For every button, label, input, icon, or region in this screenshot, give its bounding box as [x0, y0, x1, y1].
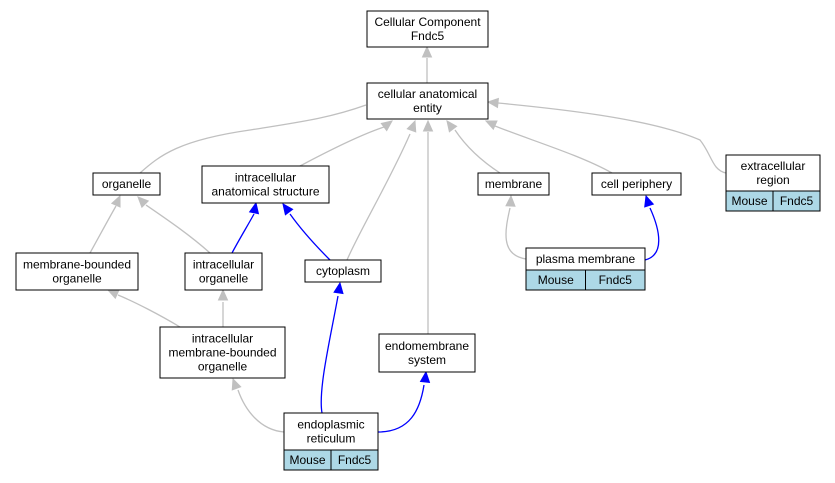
arrowhead-er-to-cytoplasm [333, 281, 344, 295]
edge-organelle-to-cae [139, 104, 367, 174]
node-extracellular-annotation-text: Mouse [731, 194, 767, 208]
edge-membrane-to-cae [454, 129, 501, 174]
arrowhead-cellperiphery-to-cae [484, 120, 498, 131]
node-plasma-label-line: plasma membrane [536, 252, 636, 266]
arrowhead-mbo-to-organelle [110, 194, 121, 208]
node-cytoplasm[interactable]: cytoplasm [304, 259, 382, 283]
edge-er-to-imbo [237, 389, 285, 433]
node-extracellular-label-line: region [756, 173, 789, 187]
edge-er-to-endomembrane [377, 384, 425, 433]
node-er-annotation-cell [330, 449, 379, 471]
node-organelle-label-line: organelle [102, 177, 152, 191]
node-plasma-annotation-cell [585, 269, 646, 291]
node-cae-label-line: entity [413, 101, 442, 115]
arrowhead-imbo-to-mbo [106, 289, 120, 300]
node-er-label-line: endoplasmic [297, 418, 364, 432]
edge-cellperiphery-to-cae [494, 125, 613, 174]
arrowhead-endomembrane-to-cae [422, 119, 434, 132]
node-cytoplasm-box [304, 259, 382, 283]
edge-io-to-ias [231, 213, 255, 254]
node-organelle-box [92, 172, 161, 196]
edge-er-to-cytoplasm [320, 295, 339, 414]
node-ias-label-line: anatomical structure [211, 185, 319, 199]
node-ias-box [201, 165, 330, 204]
node-plasma-annotation-text: Fndc5 [599, 273, 633, 287]
arrowhead-cytoplasm-to-cae [406, 119, 417, 133]
edge-imbo-to-mbo [117, 294, 181, 328]
edge-mbo-to-organelle [89, 205, 117, 254]
node-er-annotation-text: Mouse [289, 453, 325, 467]
node-er-box [283, 412, 379, 451]
arrowhead-imbo-to-io [217, 288, 229, 301]
node-plasma-annotation-text: Mouse [538, 273, 574, 287]
node-extracellular-box [725, 154, 821, 192]
node-organelle[interactable]: organelle [92, 172, 161, 196]
node-cae-label-line: cellular anatomical [378, 87, 477, 101]
arrowhead-cae-to-root [421, 45, 433, 58]
node-membrane[interactable]: membrane [477, 172, 550, 196]
arrowhead-membrane-to-cae [446, 120, 458, 133]
node-io-box [184, 252, 263, 291]
node-extracellular-annotation-text: Fndc5 [780, 194, 814, 208]
node-imbo-label-line: intracellular [192, 332, 253, 346]
node-extracellular-label-line: extracellular [741, 159, 806, 173]
node-membrane-box [477, 172, 550, 196]
node-ias-label-line: intracellular [235, 171, 296, 185]
node-root-label-line: Cellular Component [374, 15, 481, 29]
node-cytoplasm-label-line: cytoplasm [316, 264, 370, 278]
arrowhead-er-to-endomembrane [419, 370, 431, 383]
node-root-label-line: Fndc5 [411, 29, 445, 43]
arrowhead-plasma-to-membrane [505, 194, 516, 207]
edge-plasma-to-membrane [505, 207, 527, 260]
arrowhead-ias-to-cae [380, 120, 393, 132]
node-root-box [366, 10, 489, 48]
node-cellperiphery[interactable]: cell periphery [591, 172, 682, 196]
node-membrane-label-line: membrane [485, 177, 543, 191]
node-imbo-box [159, 326, 286, 379]
node-endomembrane-label-line: endomembrane [385, 339, 469, 353]
node-cellperiphery-box [591, 172, 682, 196]
arrowhead-plasma-to-cellperiphery [644, 194, 655, 208]
arrowhead-extracellular-to-cae [486, 97, 499, 109]
node-er-annotation-text: Fndc5 [338, 453, 372, 467]
node-endomembrane-label-line: system [408, 353, 446, 367]
edge-io-to-organelle [145, 204, 211, 254]
arrowhead-er-to-imbo [231, 377, 242, 391]
node-cellperiphery-label-line: cell periphery [601, 177, 672, 191]
node-io-label-line: intracellular [193, 258, 254, 272]
node-er-label-line: reticulum [307, 432, 356, 446]
node-endomembrane-box [378, 333, 476, 373]
node-mbo-label-line: membrane-bounded [23, 258, 131, 272]
node-imbo-label-line: organelle [198, 360, 248, 374]
edge-cytoplasm-to-cae [346, 133, 411, 261]
arrowhead-io-to-organelle [137, 196, 150, 209]
arrowhead-cytoplasm-to-ias [282, 203, 294, 216]
edge-plasma-to-cellperiphery [644, 207, 660, 261]
edge-ias-to-cae [299, 126, 385, 167]
node-imbo-label-line: membrane-bounded [168, 346, 276, 360]
node-io-label-line: organelle [199, 272, 249, 286]
graph-edges [89, 45, 727, 433]
node-extracellular-annotation-cell [772, 190, 821, 212]
edge-cytoplasm-to-ias [289, 213, 331, 261]
node-mbo-box [15, 252, 139, 291]
node-cae-box [366, 82, 489, 120]
node-mbo-label-line: organelle [52, 272, 102, 286]
arrowhead-io-to-ias [248, 201, 260, 215]
edge-extracellular-to-cae [497, 102, 727, 174]
